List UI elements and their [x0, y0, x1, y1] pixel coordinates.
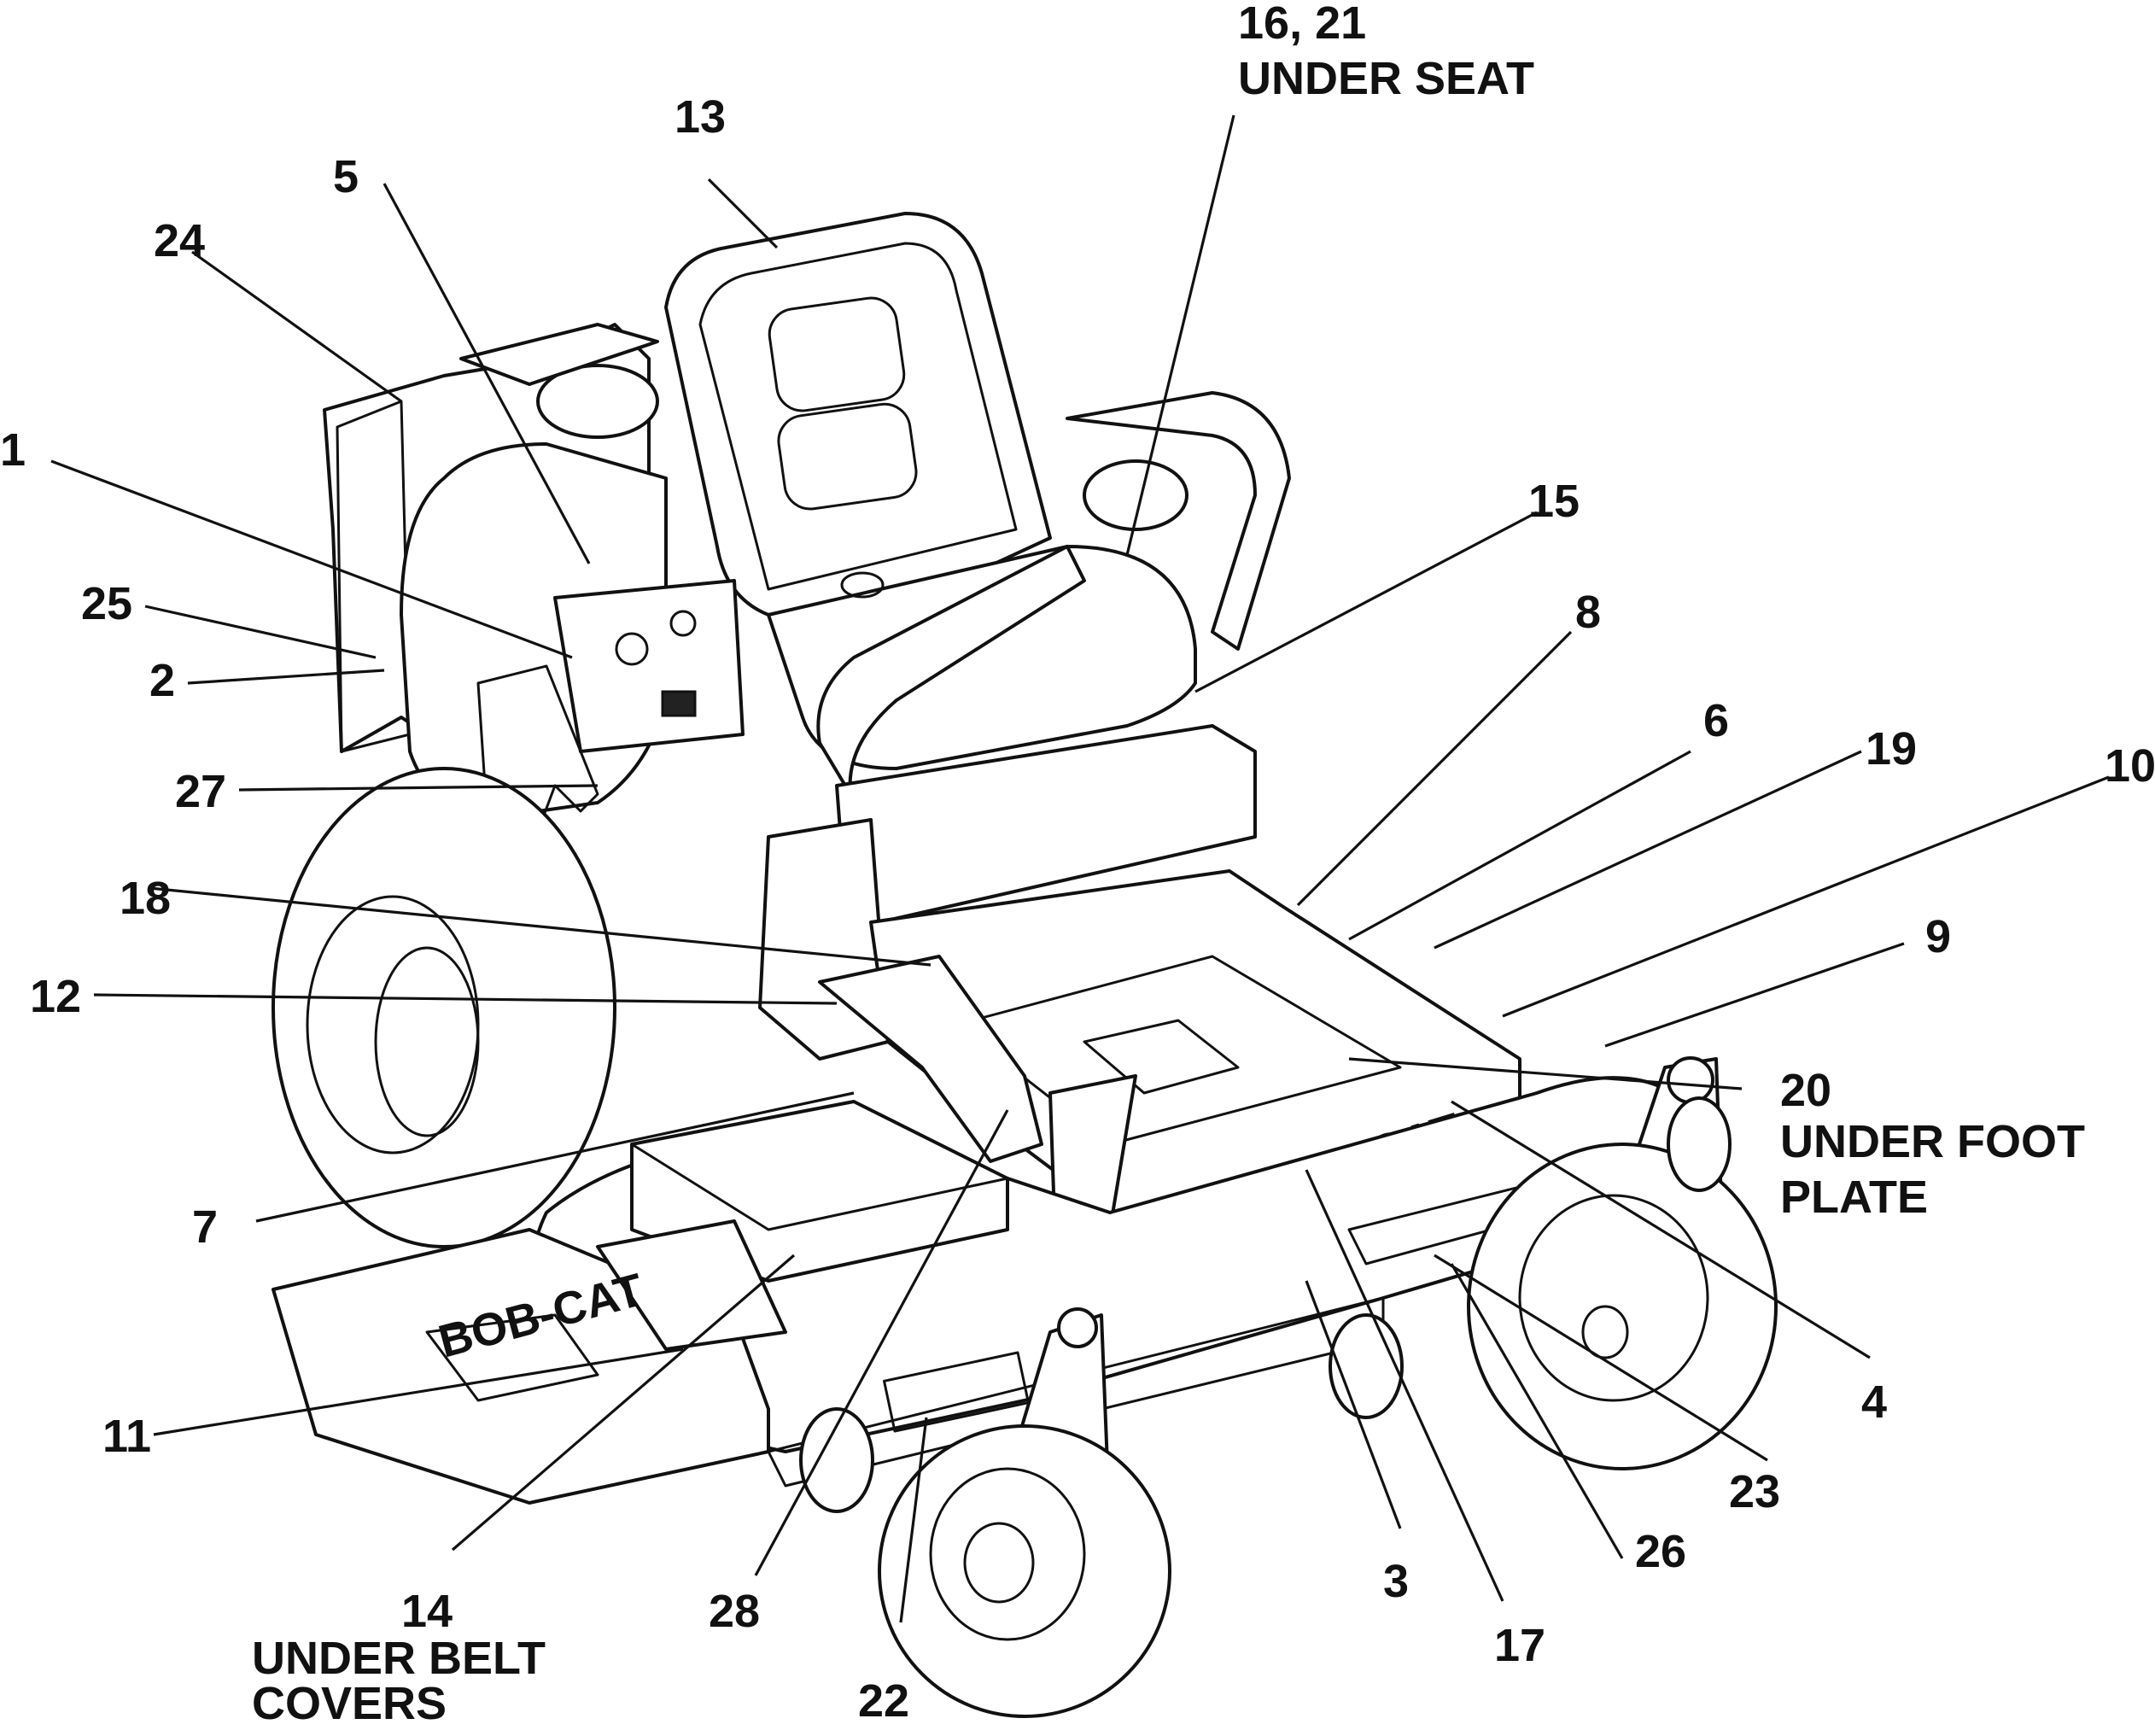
callout-11: 11	[102, 1411, 151, 1462]
callout-8: 8	[1575, 587, 1601, 638]
callout-28: 28	[709, 1586, 760, 1637]
callout-23: 23	[1729, 1466, 1780, 1517]
throttle-knob	[669, 610, 697, 637]
callout-16-number: 16, 21	[1238, 0, 1366, 49]
leader-20	[1348, 1057, 1743, 1090]
leader-17	[1305, 1169, 1504, 1602]
seat-back-inner	[698, 242, 1018, 591]
leader-25	[144, 605, 377, 659]
callout-6: 6	[1703, 695, 1729, 746]
leader-11	[153, 1347, 684, 1436]
callout-19: 19	[1866, 723, 1917, 774]
callout-20-number: 20	[1780, 1065, 1831, 1116]
front-caster-hub-right	[1581, 1305, 1629, 1359]
leader-6	[1348, 750, 1691, 941]
discharge-decal	[425, 1313, 599, 1402]
leader-7	[255, 1091, 855, 1223]
front-caster-rim-right	[1518, 1194, 1709, 1402]
callout-17: 17	[1494, 1620, 1545, 1671]
front-caster-rim-left	[929, 1467, 1086, 1641]
hour-meter	[661, 690, 697, 717]
mower-illustration: BOB-CAT BOB-CAT	[272, 212, 1778, 1718]
leader-3	[1305, 1280, 1402, 1529]
leader-1	[50, 459, 573, 659]
callout-14-line1: UNDER BELT	[252, 1633, 546, 1684]
front-caster-wheel-left	[878, 1424, 1171, 1718]
callout-18: 18	[120, 873, 171, 924]
anti-scalp-wheel-left	[799, 1407, 874, 1513]
callout-13: 13	[675, 91, 726, 143]
foot-plate-decal	[1083, 1019, 1240, 1095]
leader-9	[1604, 942, 1905, 1048]
leader-4	[1451, 1100, 1871, 1359]
leader-22	[899, 1417, 928, 1623]
callout-24: 24	[154, 215, 205, 266]
callout-2: 2	[149, 655, 175, 706]
leader-14	[451, 1254, 796, 1552]
callout-22: 22	[858, 1675, 909, 1727]
leader-26	[1450, 1263, 1624, 1559]
leader-lines	[50, 114, 2110, 1623]
callout-14-number: 14	[401, 1586, 453, 1637]
leader-23	[1434, 1254, 1768, 1462]
callout-7: 7	[192, 1201, 218, 1253]
deck-height-pedal	[596, 1219, 787, 1351]
leader-19	[1434, 750, 1862, 950]
rear-wheel-tire	[272, 767, 616, 1248]
callout-1: 1	[0, 424, 26, 476]
seat-knob	[840, 571, 885, 599]
callout-25: 25	[81, 578, 132, 629]
rear-wheel-hub	[374, 946, 480, 1137]
callout-9: 9	[1925, 911, 1951, 962]
callout-27: 27	[175, 766, 226, 817]
leader-27	[238, 784, 599, 792]
leader-12	[93, 993, 838, 1005]
leader-16	[1125, 114, 1235, 556]
front-caster-wheel-right	[1467, 1143, 1778, 1470]
seat-slot-upper	[768, 296, 906, 412]
callout-12: 12	[30, 971, 81, 1022]
cup-holder	[1083, 459, 1188, 531]
ignition-panel	[553, 579, 745, 753]
callout-20-line2: UNDER FOOT	[1780, 1116, 2085, 1167]
caster-top-left	[1057, 1307, 1098, 1348]
callout-14-line2: COVERS	[252, 1678, 447, 1729]
choke-knob	[615, 632, 649, 666]
leader-28	[754, 1109, 1009, 1576]
leader-8	[1296, 630, 1573, 907]
leader-2	[187, 669, 385, 685]
anti-scalp-wheel-mid	[1329, 1313, 1404, 1419]
callout-4: 4	[1861, 1377, 1887, 1428]
seat-slot-lower	[777, 402, 918, 511]
leader-15	[1194, 511, 1538, 693]
anti-scalp-wheel-right	[1667, 1096, 1732, 1192]
belt-cover-top	[630, 1100, 1009, 1231]
deck-label	[883, 1351, 1030, 1433]
callout-5: 5	[333, 151, 359, 202]
callout-3: 3	[1383, 1556, 1409, 1607]
leader-18	[149, 886, 931, 967]
callout-10: 10	[2105, 740, 2155, 792]
callout-20-line3: PLATE	[1780, 1172, 1928, 1223]
callout-16-line2: UNDER SEAT	[1238, 53, 1534, 104]
leader-24	[191, 250, 402, 403]
engine-cap	[536, 364, 659, 439]
leader-10	[1502, 775, 2110, 1018]
control-arm-right	[1066, 391, 1291, 651]
caster-top-right	[1667, 1056, 1714, 1104]
air-cleaner-cover	[459, 323, 659, 386]
callout-15: 15	[1528, 476, 1580, 527]
callout-26: 26	[1635, 1526, 1686, 1577]
front-caster-hub-left	[963, 1522, 1035, 1604]
leader-13	[707, 178, 779, 249]
leader-5	[383, 183, 591, 564]
deck-lift-lever	[818, 955, 1043, 1163]
